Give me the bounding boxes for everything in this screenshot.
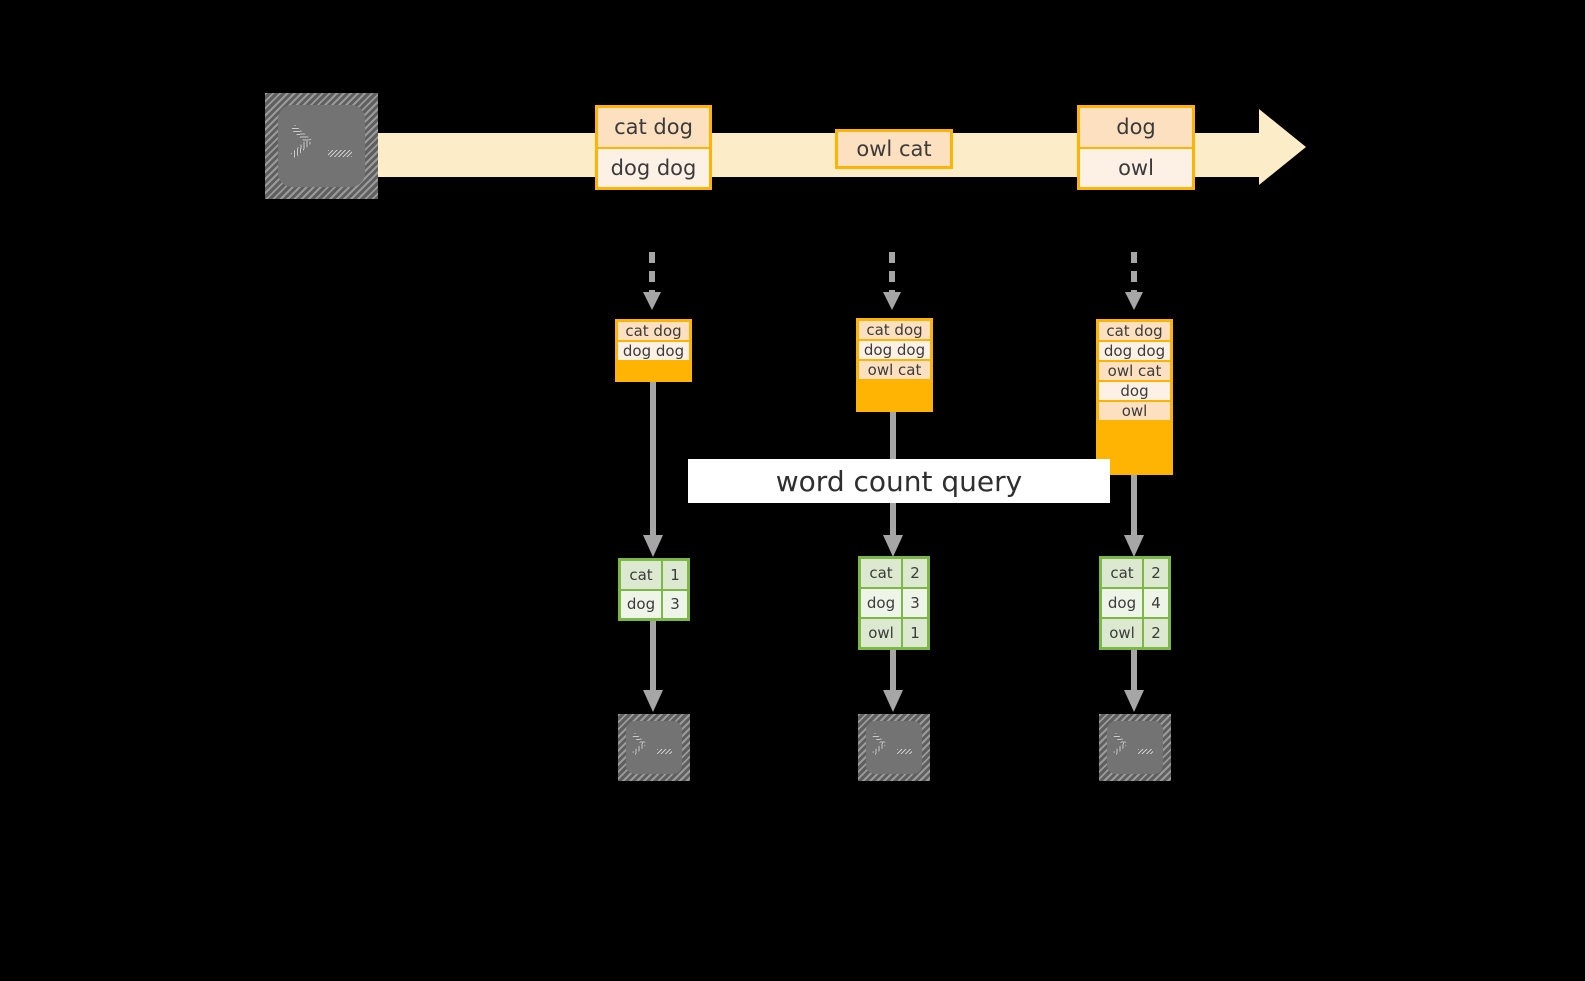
snapshot-row: dog dog xyxy=(859,341,930,361)
snapshot-row: cat dog xyxy=(859,321,930,341)
terminal-prompt-chevron-icon xyxy=(290,123,321,158)
snapshot-row: cat dog xyxy=(618,322,689,342)
source-terminal-icon[interactable] xyxy=(265,93,378,199)
record-line: owl xyxy=(1080,148,1192,187)
stream-to-snapshot-connector xyxy=(1131,252,1137,294)
terminal-screen xyxy=(278,105,365,187)
word-cell: dog xyxy=(621,590,663,618)
word-cell: dog xyxy=(1102,589,1144,617)
table-row: owl 2 xyxy=(1102,619,1168,647)
word-cell: dog xyxy=(861,589,903,617)
table-row: cat 2 xyxy=(1102,559,1168,589)
result-to-sink-connector xyxy=(1131,650,1137,693)
sink-terminal-icon[interactable] xyxy=(1099,714,1171,781)
connector-arrowhead xyxy=(643,292,661,310)
terminal-prompt-chevron-icon xyxy=(872,732,892,755)
count-cell: 4 xyxy=(1144,589,1168,617)
snapshot-table[interactable]: cat dog dog dog owl cat dog owl xyxy=(1096,319,1173,475)
connector-arrowhead xyxy=(643,690,663,712)
snapshot-to-result-connector xyxy=(650,382,656,538)
stream-to-snapshot-connector xyxy=(649,252,655,294)
word-cell: owl xyxy=(1102,619,1144,647)
snapshot-row: dog dog xyxy=(1099,342,1170,362)
count-cell: 1 xyxy=(903,619,927,647)
count-cell: 1 xyxy=(663,561,687,589)
terminal-prompt-underscore-icon xyxy=(328,150,352,157)
result-table[interactable]: cat 2 dog 3 owl 1 xyxy=(858,556,930,650)
result-table[interactable]: cat 1 dog 3 xyxy=(618,558,690,621)
result-to-sink-connector xyxy=(890,650,896,693)
connector-arrowhead xyxy=(1125,292,1143,310)
record-line: cat dog xyxy=(598,108,709,149)
count-cell: 2 xyxy=(903,559,927,587)
table-row: dog 3 xyxy=(621,590,687,618)
snapshot-row: owl cat xyxy=(1099,362,1170,382)
word-cell: cat xyxy=(1102,559,1144,587)
terminal-prompt-underscore-icon xyxy=(1138,749,1153,754)
terminal-prompt-chevron-icon xyxy=(1113,732,1133,755)
terminal-prompt-chevron-icon xyxy=(632,732,652,755)
record-line: dog xyxy=(1080,108,1192,149)
connector-arrowhead xyxy=(883,535,903,557)
result-to-sink-connector xyxy=(650,621,656,693)
count-cell: 2 xyxy=(1144,559,1168,587)
table-row: cat 1 xyxy=(621,561,687,591)
count-cell: 2 xyxy=(1144,619,1168,647)
record-line: dog dog xyxy=(598,148,709,187)
snapshot-to-result-connector xyxy=(1131,475,1137,538)
stream-to-snapshot-connector xyxy=(889,252,895,294)
table-row: owl 1 xyxy=(861,619,927,647)
stream-event-record[interactable]: owl cat xyxy=(835,129,953,169)
connector-arrowhead xyxy=(643,535,663,557)
table-row: cat 2 xyxy=(861,559,927,589)
word-cell: owl xyxy=(861,619,903,647)
word-cell: cat xyxy=(861,559,903,587)
stream-event-record[interactable]: dog owl xyxy=(1077,105,1195,190)
connector-arrowhead xyxy=(883,292,901,310)
table-row: dog 3 xyxy=(861,589,927,619)
event-stream-arrowhead xyxy=(1259,109,1306,185)
terminal-prompt-underscore-icon xyxy=(657,749,672,754)
snapshot-row: owl cat xyxy=(859,361,930,379)
connector-arrowhead xyxy=(1124,690,1144,712)
query-label-text: word count query xyxy=(775,464,1023,498)
sink-terminal-icon[interactable] xyxy=(618,714,690,781)
result-table[interactable]: cat 2 dog 4 owl 2 xyxy=(1099,556,1171,650)
count-cell: 3 xyxy=(663,590,687,618)
snapshot-table[interactable]: cat dog dog dog owl cat xyxy=(856,318,933,412)
terminal-prompt-underscore-icon xyxy=(897,749,912,754)
snapshot-row: dog xyxy=(1099,382,1170,402)
snapshot-row: owl xyxy=(1099,402,1170,420)
sink-terminal-icon[interactable] xyxy=(858,714,930,781)
snapshot-row: cat dog xyxy=(1099,322,1170,342)
connector-arrowhead xyxy=(1124,535,1144,557)
query-label: word count query xyxy=(688,459,1110,503)
record-line: owl cat xyxy=(838,132,950,166)
table-row: dog 4 xyxy=(1102,589,1168,619)
snapshot-table[interactable]: cat dog dog dog xyxy=(615,319,692,382)
count-cell: 3 xyxy=(903,589,927,617)
connector-arrowhead xyxy=(883,690,903,712)
word-cell: cat xyxy=(621,561,663,589)
snapshot-row: dog dog xyxy=(618,342,689,360)
stream-event-record[interactable]: cat dog dog dog xyxy=(595,105,712,190)
